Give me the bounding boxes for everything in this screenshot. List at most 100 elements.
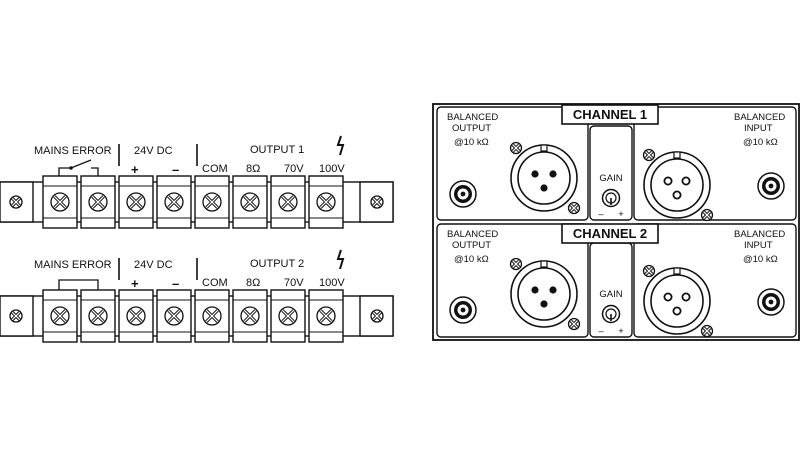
com-label: COM (202, 163, 228, 175)
ohm-label: 8Ω (246, 163, 260, 175)
input-section (633, 106, 797, 221)
ohm-label: 8Ω (246, 277, 260, 289)
channel-title-box (561, 104, 659, 125)
mounting-screw-icon (567, 201, 581, 215)
v70-label: 70V (284, 163, 304, 175)
terminal-block (156, 289, 192, 343)
terminal-block (42, 175, 78, 229)
input-impedance: @10 kΩ (743, 137, 778, 148)
output-label: OUTPUT 2 (250, 258, 304, 270)
channel-title: CHANNEL 2 (573, 226, 647, 241)
gain-knob-icon (601, 304, 621, 324)
input-label-line1: BALANCED (734, 229, 785, 240)
mounting-screw-icon (567, 317, 581, 331)
mounting-screw-icon (509, 141, 523, 155)
mounting-screw-icon (370, 309, 384, 323)
channel-1: CHANNEL 1 BALANCED OUTPUT @10 kΩ BALANCE… (436, 104, 797, 222)
mounting-screw-icon (9, 309, 23, 323)
channel-panel: CHANNEL 1 BALANCED OUTPUT @10 kΩ BALANCE… (432, 103, 800, 341)
v100-label: 100V (319, 277, 345, 289)
dc-label: 24V DC (134, 259, 173, 271)
terminal-block (270, 175, 306, 229)
output-section (436, 223, 589, 338)
terminal-screw-icon (240, 306, 260, 326)
mounting-screw-icon (642, 148, 656, 162)
gain-knob-icon (601, 188, 621, 208)
terminal-block (194, 289, 230, 343)
mains-error-label: MAINS ERROR (34, 145, 112, 157)
terminal-screw-icon (126, 192, 146, 212)
dc-label: 24V DC (134, 145, 173, 157)
contact-tail (91, 167, 99, 176)
contact-tail (84, 279, 99, 290)
high-voltage-icon (336, 249, 345, 270)
contact-pivot (69, 166, 73, 170)
gain-section (589, 125, 633, 221)
mounting-screw-icon (700, 324, 714, 338)
terminal-screw-icon (316, 306, 336, 326)
output-label-line1: BALANCED (447, 112, 498, 123)
output-label-line1: BALANCED (447, 229, 498, 240)
terminal-screw-icon (88, 192, 108, 212)
terminal-screw-icon (126, 306, 146, 326)
output-label-line2: OUTPUT (452, 240, 491, 251)
output-impedance: @10 kΩ (454, 254, 489, 265)
xlr-male-connector-icon (509, 257, 581, 331)
minus-label: – (172, 162, 179, 177)
terminal-screw-icon (278, 192, 298, 212)
plus-label: + (131, 276, 139, 291)
xlr-female-connector-icon (642, 264, 714, 338)
input-label-line2: INPUT (744, 123, 773, 134)
terminal-strip-2: MAINS ERROR 24V DC + – COM OUTPUT 2 8Ω 7… (0, 249, 394, 343)
input-label-line1: BALANCED (734, 112, 785, 123)
input-section (633, 223, 797, 338)
v70-label: 70V (284, 277, 304, 289)
mains-error-contact (58, 279, 84, 290)
gain-label: GAIN (599, 173, 622, 184)
plus-label: + (131, 162, 139, 177)
gain-plus: + (618, 326, 624, 337)
input-impedance: @10 kΩ (743, 254, 778, 265)
terminal-screw-icon (278, 306, 298, 326)
panel-outline (432, 103, 800, 341)
terminal-screw-icon (164, 306, 184, 326)
com-label: COM (202, 277, 228, 289)
input-label-line2: INPUT (744, 240, 773, 251)
terminal-screw-icon (88, 306, 108, 326)
mounting-screw-icon (370, 195, 384, 209)
mounting-screw-icon (9, 195, 23, 209)
terminal-screw-icon (202, 192, 222, 212)
channel-2: CHANNEL 2 BALANCED OUTPUT @10 kΩ BALANCE… (436, 223, 797, 338)
mounting-screw-icon (509, 257, 523, 271)
output-impedance: @10 kΩ (454, 137, 489, 148)
rca-jack-icon (449, 180, 477, 208)
rca-jack-icon (449, 296, 477, 324)
rca-jack-icon (757, 288, 785, 316)
gain-label: GAIN (599, 289, 622, 300)
terminal-screw-icon (240, 192, 260, 212)
minus-label: – (172, 276, 179, 291)
gain-plus: + (618, 209, 624, 220)
mains-error-label: MAINS ERROR (34, 259, 112, 271)
terminal-screw-icon (316, 192, 336, 212)
terminal-screw-icon (50, 192, 70, 212)
high-voltage-icon (336, 135, 345, 156)
mounting-screw-icon (700, 208, 714, 222)
gain-minus: – (598, 326, 604, 337)
terminal-screw-icon (50, 306, 70, 326)
terminal-strip-1: MAINS ERROR 24V DC + – COM OUTPUT 1 8Ω 7… (0, 135, 394, 229)
mains-error-contact (58, 159, 92, 176)
v100-label: 100V (319, 163, 345, 175)
strip-end-right (359, 295, 394, 337)
terminal-screw-icon (164, 192, 184, 212)
terminal-screw-icon (202, 306, 222, 326)
output-section (436, 106, 589, 221)
rca-jack-icon (757, 172, 785, 200)
xlr-female-connector-icon (642, 148, 714, 222)
mounting-screw-icon (642, 264, 656, 278)
output-label: OUTPUT 1 (250, 144, 304, 156)
channel-title: CHANNEL 1 (573, 107, 647, 122)
xlr-male-connector-icon (509, 141, 581, 215)
output-label-line2: OUTPUT (452, 123, 491, 134)
